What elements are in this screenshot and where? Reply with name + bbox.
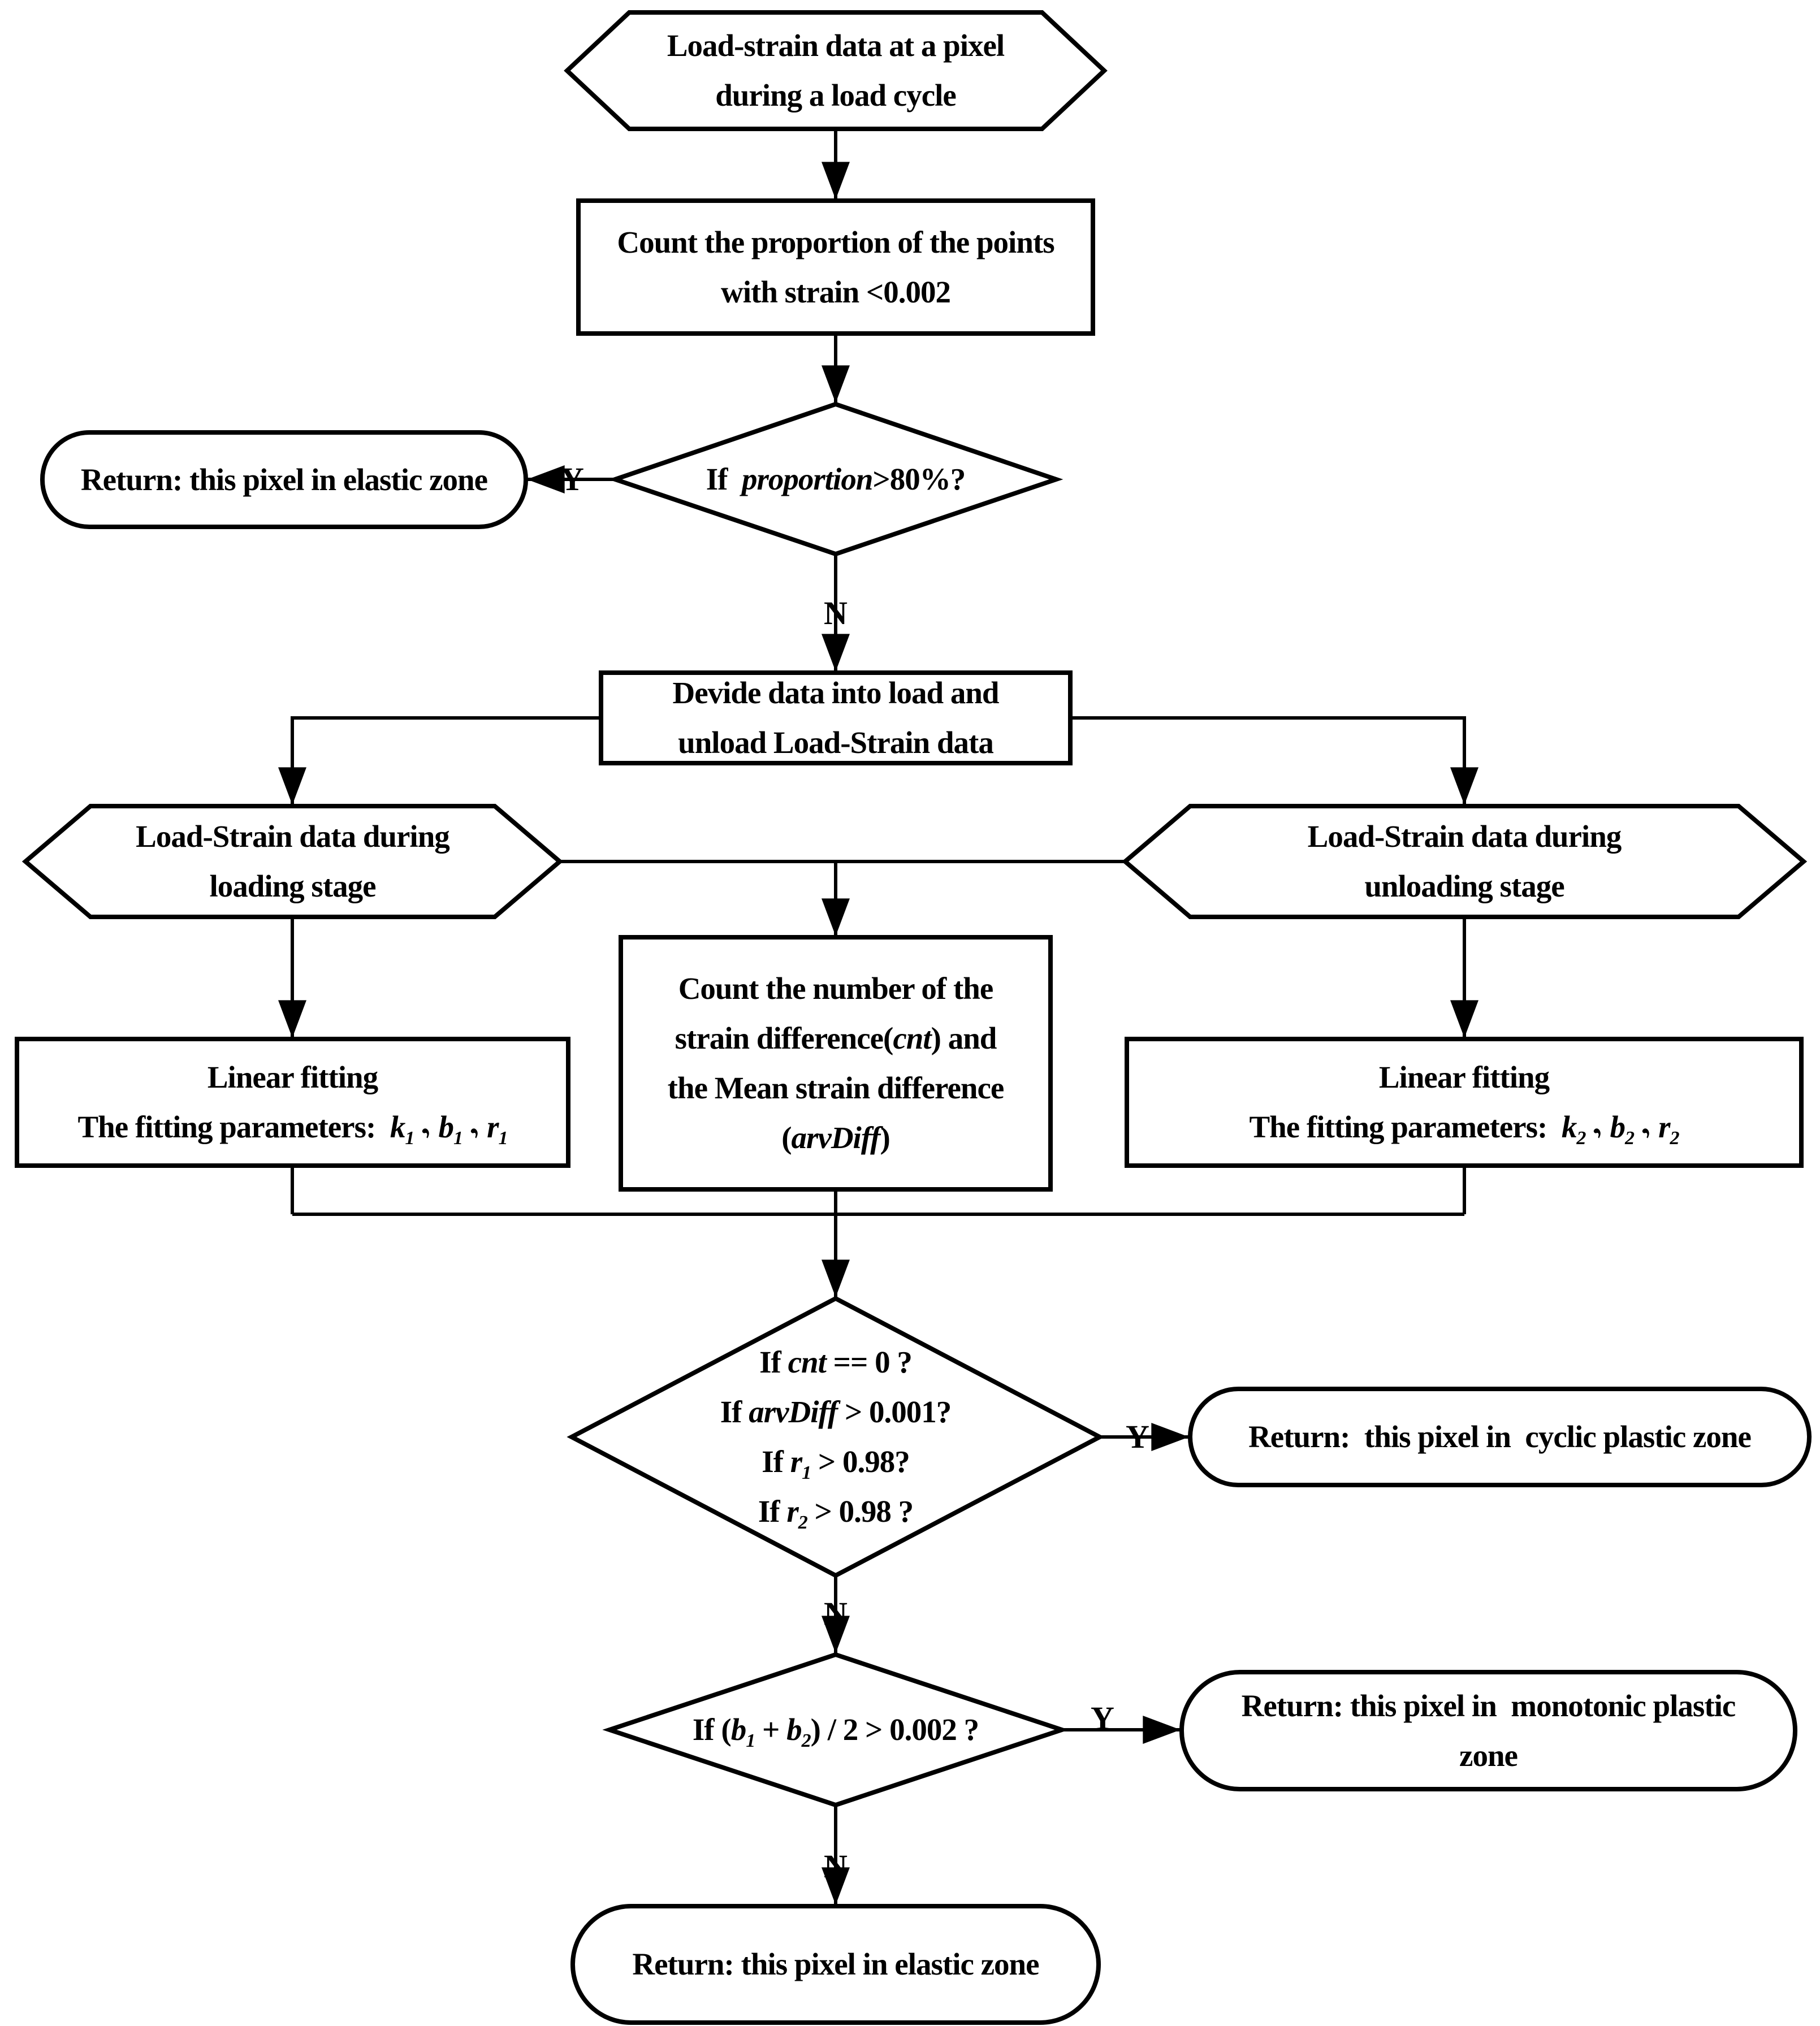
intercept-check-no-label: N	[824, 1848, 848, 1885]
loading-data-shape	[21, 804, 564, 919]
return-cyclic-label: Return: this pixel in cyclic plastic zon…	[1248, 1419, 1752, 1454]
intercept-check-label: If (b1 + b2) / 2 > 0.002 ?	[692, 1712, 979, 1751]
proportion-check-shape	[608, 401, 1064, 557]
return-elastic-bottom-label: Return: this pixel in elastic zone	[632, 1947, 1039, 1981]
return-elastic-bottom-shape	[570, 1904, 1101, 2025]
return-monotonic-shape	[1179, 1670, 1797, 1791]
return-cyclic-shape	[1188, 1387, 1812, 1487]
divide-data-shape	[599, 670, 1073, 765]
unloading-data-shape	[1121, 804, 1808, 919]
start-node-shape	[564, 10, 1108, 131]
proportion-check-yes-label: Y	[560, 461, 584, 497]
plastic-check-shape	[567, 1296, 1105, 1578]
edge-divide-to-loading	[278, 716, 601, 806]
plastic-check-yes-label: Y	[1126, 1418, 1149, 1455]
proportion-check-no-label: N	[824, 595, 848, 631]
intercept-check-shape	[602, 1652, 1069, 1808]
fit-unloading-shape	[1125, 1037, 1804, 1168]
edge-divide-to-unloading	[1070, 716, 1479, 806]
return-elastic-top-label: Return: this pixel in elastic zone	[80, 462, 488, 497]
return-elastic-top-shape	[40, 430, 528, 529]
proportion-check-label: If proportion>80%?	[706, 461, 966, 496]
plastic-check-no-label: N	[824, 1595, 848, 1632]
count-proportion-shape	[576, 198, 1095, 336]
intercept-check-yes-label: Y	[1091, 1700, 1114, 1737]
plastic-check-label: If cnt == 0 ?If arvDiff > 0.001?If r1 > …	[720, 1345, 952, 1533]
fit-loading-shape	[15, 1037, 570, 1168]
count-strain-diff-shape	[619, 935, 1053, 1192]
